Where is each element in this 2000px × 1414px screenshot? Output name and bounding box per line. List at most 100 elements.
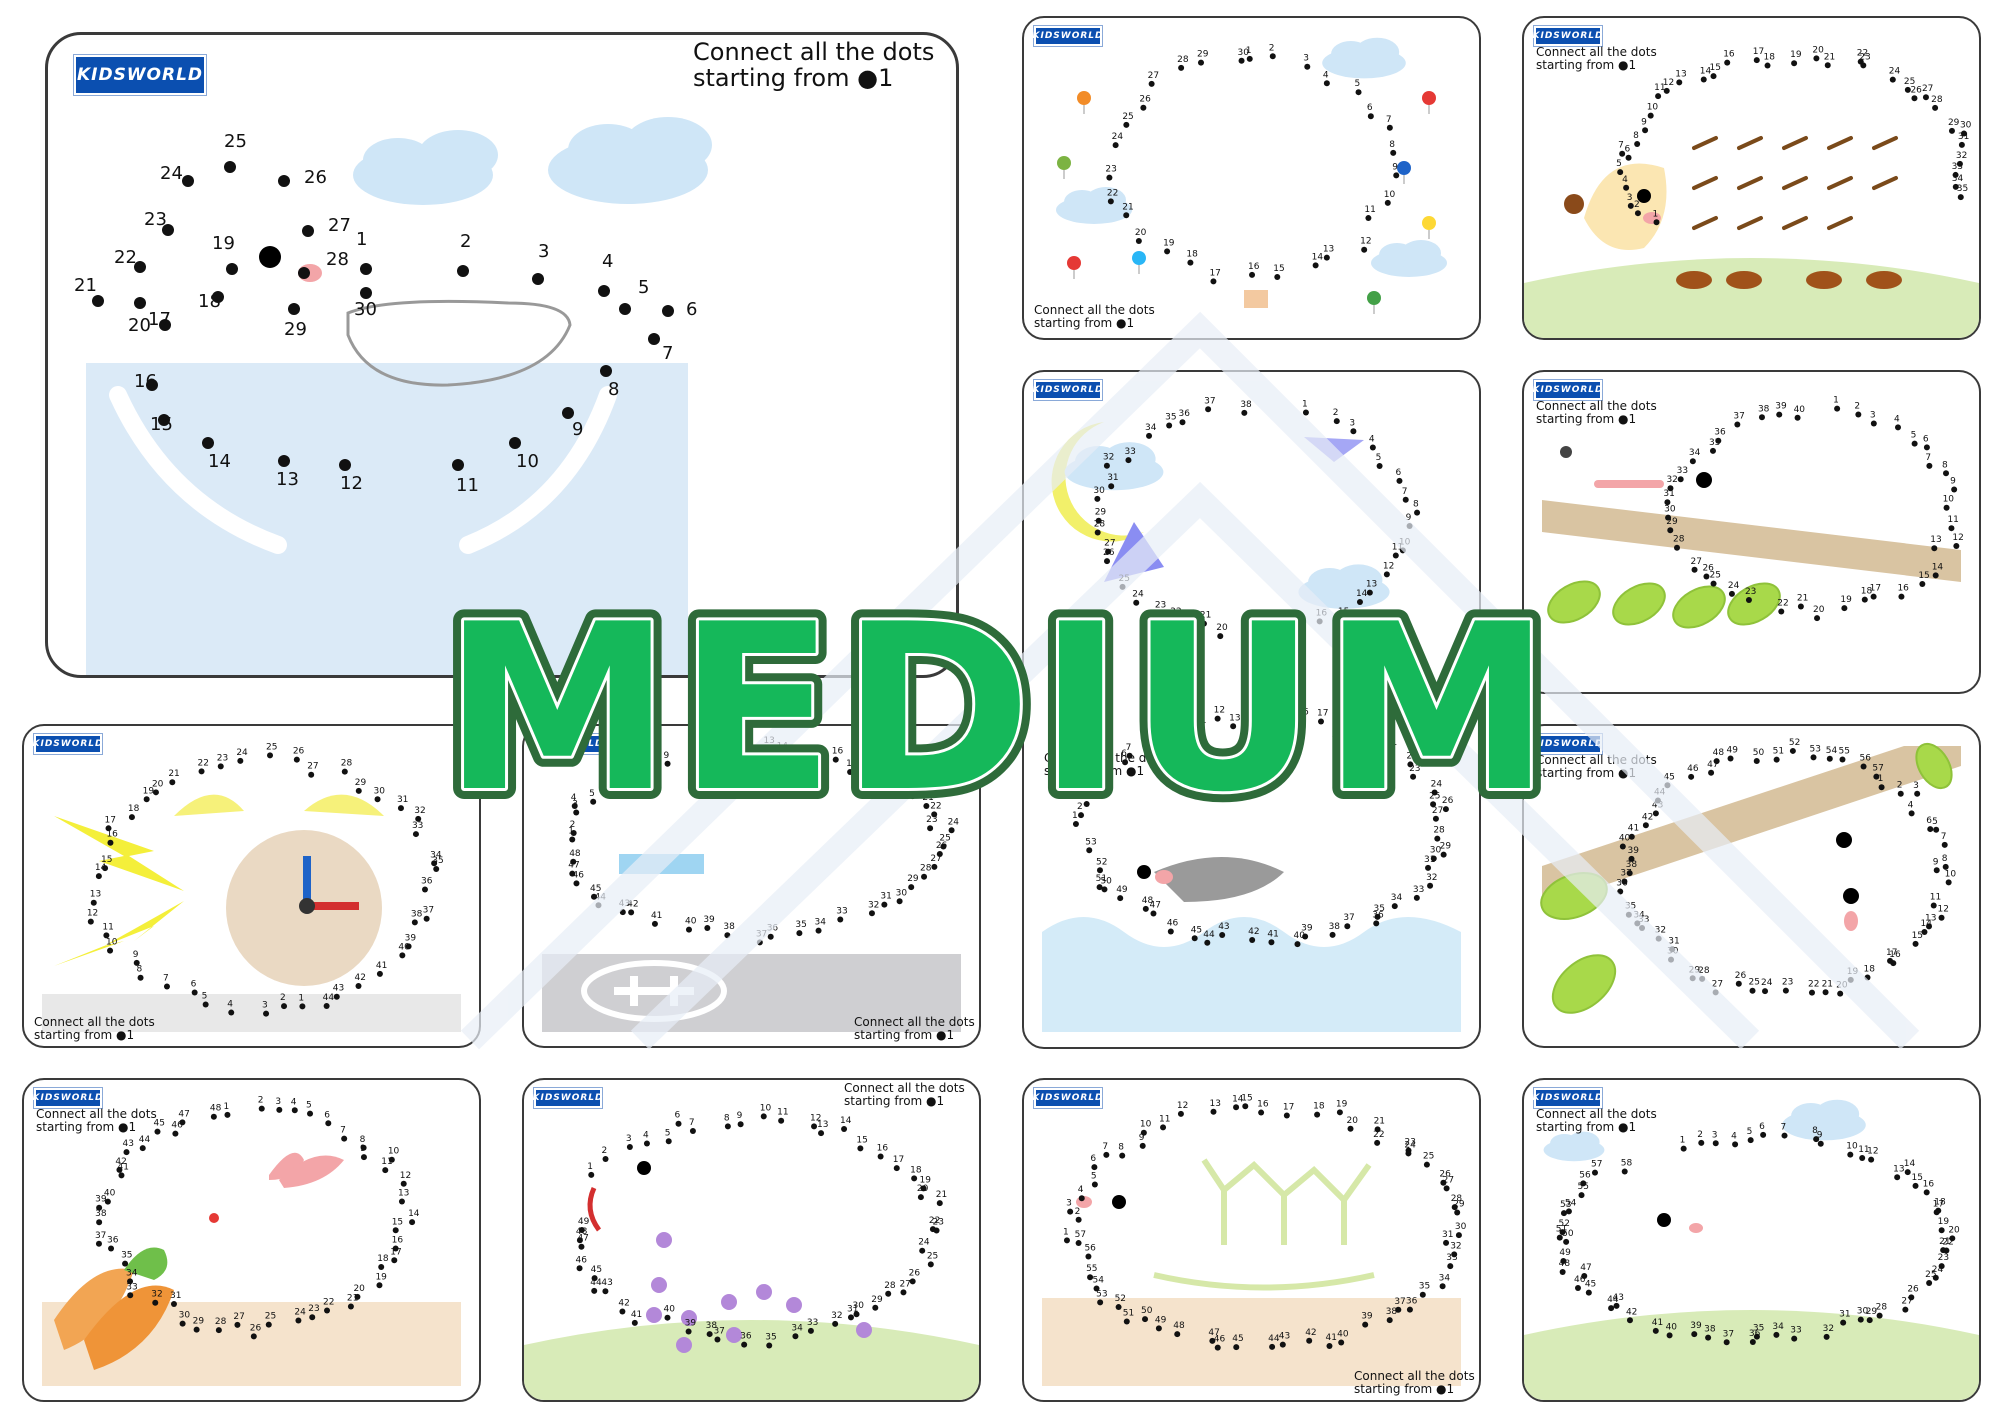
dot (258, 1105, 265, 1112)
dot-number: 8 (1118, 1143, 1124, 1153)
dot (1943, 504, 1950, 511)
dot-number: 36 (1749, 1329, 1761, 1339)
dot-number: 28 (1673, 535, 1685, 545)
dot-number: 41 (1325, 1333, 1336, 1343)
dot (1560, 1210, 1567, 1217)
dot-number: 6 (191, 979, 197, 989)
dot (631, 1319, 638, 1326)
dot (832, 756, 839, 763)
dot-number: 1 (1063, 1227, 1069, 1237)
dot (1642, 127, 1649, 134)
dot-number: 4 (1323, 70, 1329, 80)
dot (392, 1227, 399, 1234)
dot (400, 1180, 407, 1187)
dot-number: 26 (1735, 971, 1747, 981)
dot-number: 11 (1947, 515, 1958, 525)
dot (215, 1327, 222, 1334)
dot-number: 18 (1864, 964, 1876, 974)
dot (569, 870, 576, 877)
dot (102, 865, 109, 872)
dot-number: 43 (333, 984, 344, 994)
dot (291, 1107, 298, 1114)
dot-number: 21 (936, 1190, 947, 1200)
basket-icon (1244, 290, 1268, 308)
dot-number: 42 (1642, 812, 1653, 822)
dot-number: 23 (926, 815, 937, 825)
dot (871, 777, 878, 784)
dot-number: 7 (1402, 487, 1408, 497)
brand-logo: KIDSWORLD (33, 1090, 103, 1106)
instruction-line-2: starting from ●1 (34, 1028, 135, 1043)
dot-number: 6 (1367, 103, 1373, 113)
dot (1652, 810, 1659, 817)
dot (1667, 527, 1674, 534)
dot (1870, 420, 1877, 427)
dot (276, 1106, 283, 1113)
dot (569, 836, 576, 843)
dot (1688, 773, 1695, 780)
dot-number: 54 (1826, 746, 1838, 756)
dot-number: 28 (920, 864, 932, 874)
dot (1735, 980, 1742, 987)
dot-number: 37 (1733, 412, 1744, 422)
dot-number: 21 (347, 1293, 358, 1303)
leaf-icon (1915, 742, 1953, 790)
dot (217, 763, 224, 770)
dot-number: 21 (1200, 611, 1211, 621)
dot-number: 25 (265, 1312, 276, 1322)
dot-number: 35 (765, 1333, 776, 1343)
dot-number: 16 (1723, 50, 1735, 60)
dot (1926, 462, 1933, 469)
dot (1580, 1180, 1587, 1187)
dot (398, 1198, 405, 1205)
dot (1560, 1257, 1567, 1264)
dot-number: 44 (1203, 930, 1215, 940)
dot-number: 3 (1870, 411, 1876, 421)
dot (298, 267, 310, 279)
dot (1941, 841, 1948, 848)
dot-number: 12 (1360, 237, 1371, 247)
dot (1374, 740, 1381, 747)
dot-number: 31 (1424, 855, 1435, 865)
dot (1617, 169, 1624, 176)
worksheet-helicopter[interactable]: 1234567891011121314151617181920212223242… (522, 724, 981, 1048)
dot-number: 30 (354, 299, 377, 320)
dot (1642, 822, 1649, 829)
dot-number: 19 (1847, 967, 1859, 977)
dot (1667, 485, 1674, 492)
dot (1269, 53, 1276, 60)
dot (1439, 1283, 1446, 1290)
dot (1279, 1341, 1286, 1348)
dot (1834, 405, 1841, 412)
dot-number: 9 (1139, 1133, 1145, 1143)
dot (1107, 198, 1114, 205)
dot (1191, 935, 1198, 942)
dot-number: 2 (460, 231, 471, 252)
dot (103, 932, 110, 939)
dot (1773, 756, 1780, 763)
dot (1086, 847, 1093, 854)
spot-icon (856, 1322, 872, 1338)
dot-number: 32 (414, 806, 425, 816)
dot-number: 32 (1666, 475, 1677, 485)
dot (1617, 888, 1624, 895)
worksheet-whale[interactable]: KIDSWORLD Connect all the dots starting … (45, 32, 959, 678)
dot-number: 19 (375, 1272, 387, 1282)
dot (1847, 1151, 1854, 1158)
dot (1664, 782, 1671, 789)
dot-number: 15 (1918, 571, 1929, 581)
